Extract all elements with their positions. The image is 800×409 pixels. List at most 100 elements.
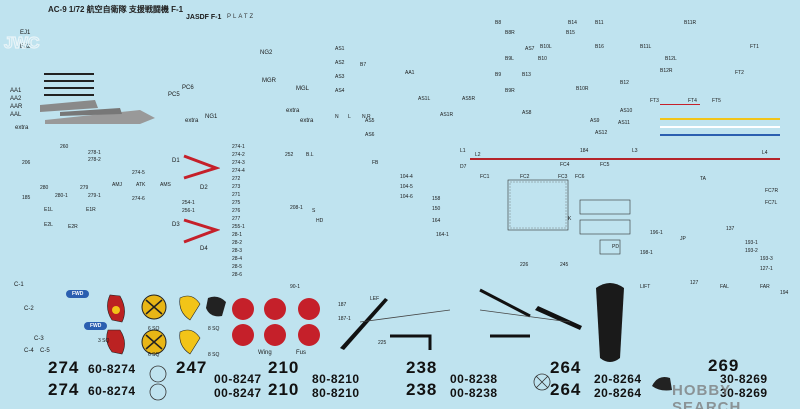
tail-serial: 80-8210 (312, 386, 360, 400)
hinomaru-roundel (298, 298, 320, 320)
stencil: 104-4 (400, 174, 413, 180)
stencil: E2R (68, 224, 78, 230)
hinomaru-roundel (264, 324, 286, 346)
hinomaru-roundel (298, 324, 320, 346)
squadron-label: 8 SQ (208, 352, 220, 358)
stencil: FB (372, 160, 379, 166)
hinomaru-roundel (232, 298, 254, 320)
stencil: AS12 (595, 130, 608, 136)
stencil: FC7R (765, 188, 779, 194)
label-aal: AAL (10, 112, 22, 118)
stencil: LIFT (640, 284, 651, 290)
stencil: B9R (505, 88, 515, 94)
tail-serial: 20-8264 (594, 386, 642, 400)
label-ej1: EJ1 (20, 30, 31, 36)
stencil: 28-2 (232, 240, 243, 246)
stencil: FC7L (765, 200, 778, 206)
blue-stripe (660, 134, 780, 136)
stencil: B15 (566, 30, 575, 36)
canopy-panels (507, 179, 631, 255)
stencil: 274-2 (232, 152, 245, 158)
stencil: FT1 (750, 44, 759, 50)
stencil: AS9 (590, 118, 600, 124)
stencil: B.L (306, 152, 314, 158)
stencil: 185 (22, 195, 31, 201)
stencil: E2L (44, 222, 53, 228)
stencil: S (312, 208, 316, 214)
stencil: AS1L (418, 96, 431, 102)
stencil: FC1 (480, 174, 490, 180)
stencil: LEF (370, 296, 380, 302)
stencil: FT3 (650, 98, 659, 104)
stencil: 28-1 (232, 232, 243, 238)
stencil: 206 (22, 160, 31, 166)
label-ng1: NG1 (205, 114, 218, 120)
stencil: 158 (432, 196, 441, 202)
watermark: HOBBY SEARCH (672, 382, 742, 409)
stencil: B12 (620, 80, 629, 86)
stencil: 274-6 (132, 196, 145, 202)
label-mgl: MGL (296, 86, 310, 92)
tail-serial: 00-8247 (214, 386, 262, 400)
stencil: FC6 (575, 174, 585, 180)
panther-emblem (652, 377, 672, 391)
stencil: L4 (762, 150, 768, 156)
extra-label: extra (185, 118, 199, 124)
stencil: 28-6 (232, 272, 243, 278)
stencil: 226 (520, 262, 529, 268)
red-chevrons (183, 154, 220, 244)
stencil: FT5 (712, 98, 721, 104)
stencil: 276 (232, 208, 241, 214)
label-mgr: MGR (262, 78, 276, 84)
stencil: 273 (232, 184, 241, 190)
stencil: FT4 (688, 98, 697, 104)
hinomaru-roundel (232, 324, 254, 346)
stencil: 150 (432, 206, 441, 212)
stencil: AS4 (335, 88, 345, 94)
stencil: B9L (505, 56, 514, 62)
stencil: C-2 (24, 306, 34, 312)
label-extra: extra (15, 125, 29, 131)
stencil: AS3 (335, 74, 345, 80)
stencil: 274-3 (232, 160, 245, 166)
stencil: AA1 (405, 70, 415, 76)
stencil: B11R (684, 20, 697, 26)
unit-emblem (149, 365, 167, 401)
label-aa1: AA1 (10, 88, 22, 94)
squadron-label: 8 SQ (208, 326, 220, 332)
stencil: B10 (538, 56, 547, 62)
sheet-subtitle: JASDF F-1 (186, 14, 222, 21)
stencil: FAR (760, 284, 770, 290)
sheet-title: AC-9 1/72 航空自衛隊 支援戦闘機 F-1 (48, 5, 184, 14)
stencil: K (568, 216, 572, 222)
unit-emblem (533, 373, 551, 391)
stencil: 279-1 (88, 193, 101, 199)
stencil: 187 (338, 302, 347, 308)
stencil: 280-1 (55, 193, 68, 199)
label-ej2: EJ2 (20, 44, 31, 50)
squadron-label: 6 SQ (148, 352, 160, 358)
tail-serial: 60-8274 (88, 362, 136, 376)
stencil: FAL (720, 284, 729, 290)
stencil: B10R (576, 86, 589, 92)
stencil: 164-1 (436, 232, 449, 238)
nose-number: 238 (406, 380, 438, 399)
stencil: D7 (460, 164, 467, 170)
stencil: 256-1 (182, 208, 195, 214)
stencil: L2 (475, 152, 481, 158)
plate-logo: PLATZ (227, 14, 256, 20)
stencil: 277 (232, 216, 241, 222)
stencil: AS6 (365, 132, 375, 138)
stencil: 278-1 (88, 150, 101, 156)
hinomaru-label-fus: Fus (296, 350, 307, 356)
tail-serial: 30-8269 (720, 372, 768, 386)
stencil: 274-4 (232, 168, 245, 174)
stencil: 193-3 (760, 256, 773, 262)
svg-text:JWC: JWC (4, 35, 40, 52)
stencil: ATK (136, 182, 146, 188)
stencil: 194 (780, 290, 789, 296)
label-aa2: AA2 (10, 96, 22, 102)
red-stripe (470, 158, 780, 160)
stencil: B14 (568, 20, 577, 26)
